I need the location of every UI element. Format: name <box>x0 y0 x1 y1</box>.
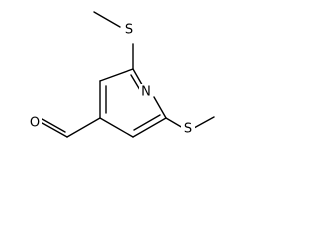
label-backdrop <box>139 84 153 100</box>
bond-cho-o-double <box>41 118 66 133</box>
structure-diagram: N S S O <box>27 11 215 138</box>
bond-c6-n <box>153 96 167 119</box>
bond-c4-cho <box>66 117 101 138</box>
sulfur-top-label: S <box>125 23 133 38</box>
atom-label-sulfur-top: S <box>122 22 136 38</box>
label-backdrop <box>181 121 195 137</box>
oxygen-label: O <box>30 116 40 131</box>
aldehyde-bonds <box>41 117 101 138</box>
bond-s-top-methyl <box>93 11 121 28</box>
atom-label-oxygen: O <box>27 115 42 131</box>
ring-bonds <box>99 68 167 138</box>
bond-n-c2-inner <box>130 74 141 91</box>
bond-c4-c5 <box>99 117 134 138</box>
label-backdrop <box>27 115 42 131</box>
bond-cho-o <box>41 122 68 138</box>
bottom-substituent-bonds <box>165 116 215 129</box>
bond-c5-c6 <box>132 117 167 138</box>
bond-c6-s-bottom <box>165 117 184 129</box>
atom-label-nitrogen: N <box>139 84 153 100</box>
bond-c2-c3 <box>99 68 134 82</box>
sulfur-bottom-label: S <box>184 122 192 137</box>
label-backdrop <box>122 22 136 38</box>
bond-c5-c6-inner <box>133 114 161 131</box>
top-substituent-bonds <box>93 11 134 70</box>
atom-label-sulfur-bottom: S <box>181 121 195 137</box>
bond-s-bottom-methyl <box>193 116 215 129</box>
nitrogen-label: N <box>141 85 151 100</box>
